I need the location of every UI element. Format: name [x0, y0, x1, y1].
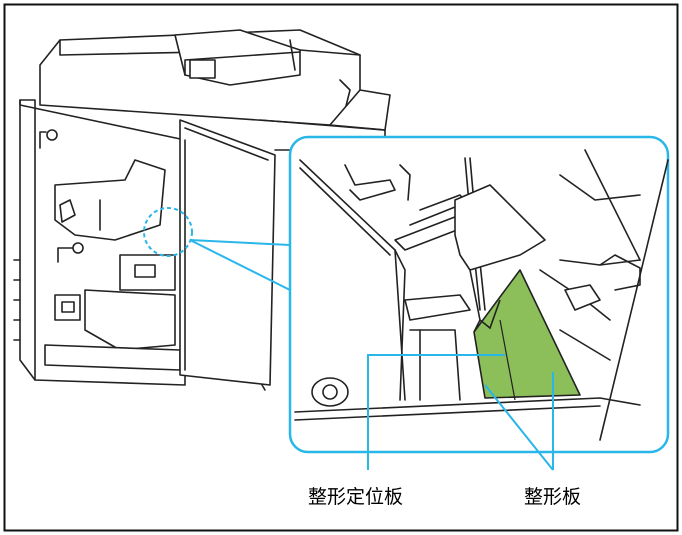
detail-drawing — [294, 149, 669, 441]
callout-circle — [143, 207, 193, 257]
machine-overview — [13, 29, 391, 391]
shaping-plate-highlight — [473, 269, 581, 399]
leader-positioning-plate — [367, 354, 505, 470]
label-positioning-plate: 整形定位板 — [308, 486, 404, 508]
leader-lines — [367, 354, 554, 471]
connector-line-bottom — [189, 239, 291, 291]
connector-line-top — [189, 239, 291, 246]
label-shaping-plate: 整形板 — [524, 486, 582, 508]
leader-shaping-plate-b — [484, 384, 554, 471]
figure-frame — [3, 3, 679, 532]
open-door — [179, 119, 276, 386]
